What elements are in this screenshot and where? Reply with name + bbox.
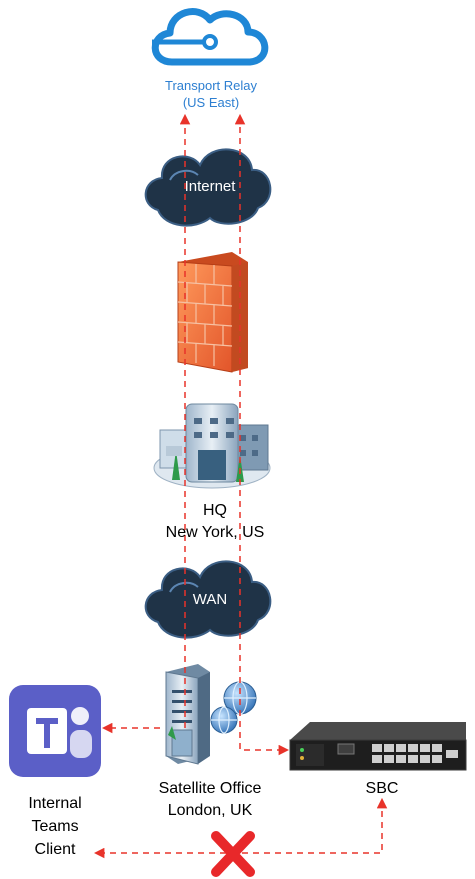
flow-line-sbc-to-teams-blocked [93,797,388,859]
hq-building-icon [153,403,271,489]
client-label-line2: Teams [31,818,79,835]
relay-label: Transport Relay (US East) [150,77,272,111]
blocked-x-icon [211,831,255,877]
hq-label-line1: HQ [203,502,227,519]
flow-line-relay-to-sbc [234,113,290,756]
wan-label: WAN [192,591,228,608]
internet-label: Internet [184,178,236,195]
teams-logo-icon [9,685,101,777]
office-label-line2: London, UK [167,802,253,819]
client-label-line3: Client [34,841,76,858]
azure-cloud-icon [151,8,269,66]
office-label: Satellite Office London, UK [135,778,285,822]
firewall-icon [177,252,248,373]
office-label-line1: Satellite Office [158,780,262,797]
flow-lines [93,113,388,859]
sbc-device-icon [289,722,467,771]
hq-label: HQ New York, US [140,500,290,544]
client-label-line1: Internal [28,795,82,812]
satellite-office-server-icon [165,664,257,765]
relay-label-line2: (US East) [182,95,240,110]
relay-label-line1: Transport Relay [165,78,257,93]
sbc-label: SBC [365,780,399,797]
hq-label-line2: New York, US [165,524,265,541]
client-label: Internal Teams Client [5,792,105,861]
